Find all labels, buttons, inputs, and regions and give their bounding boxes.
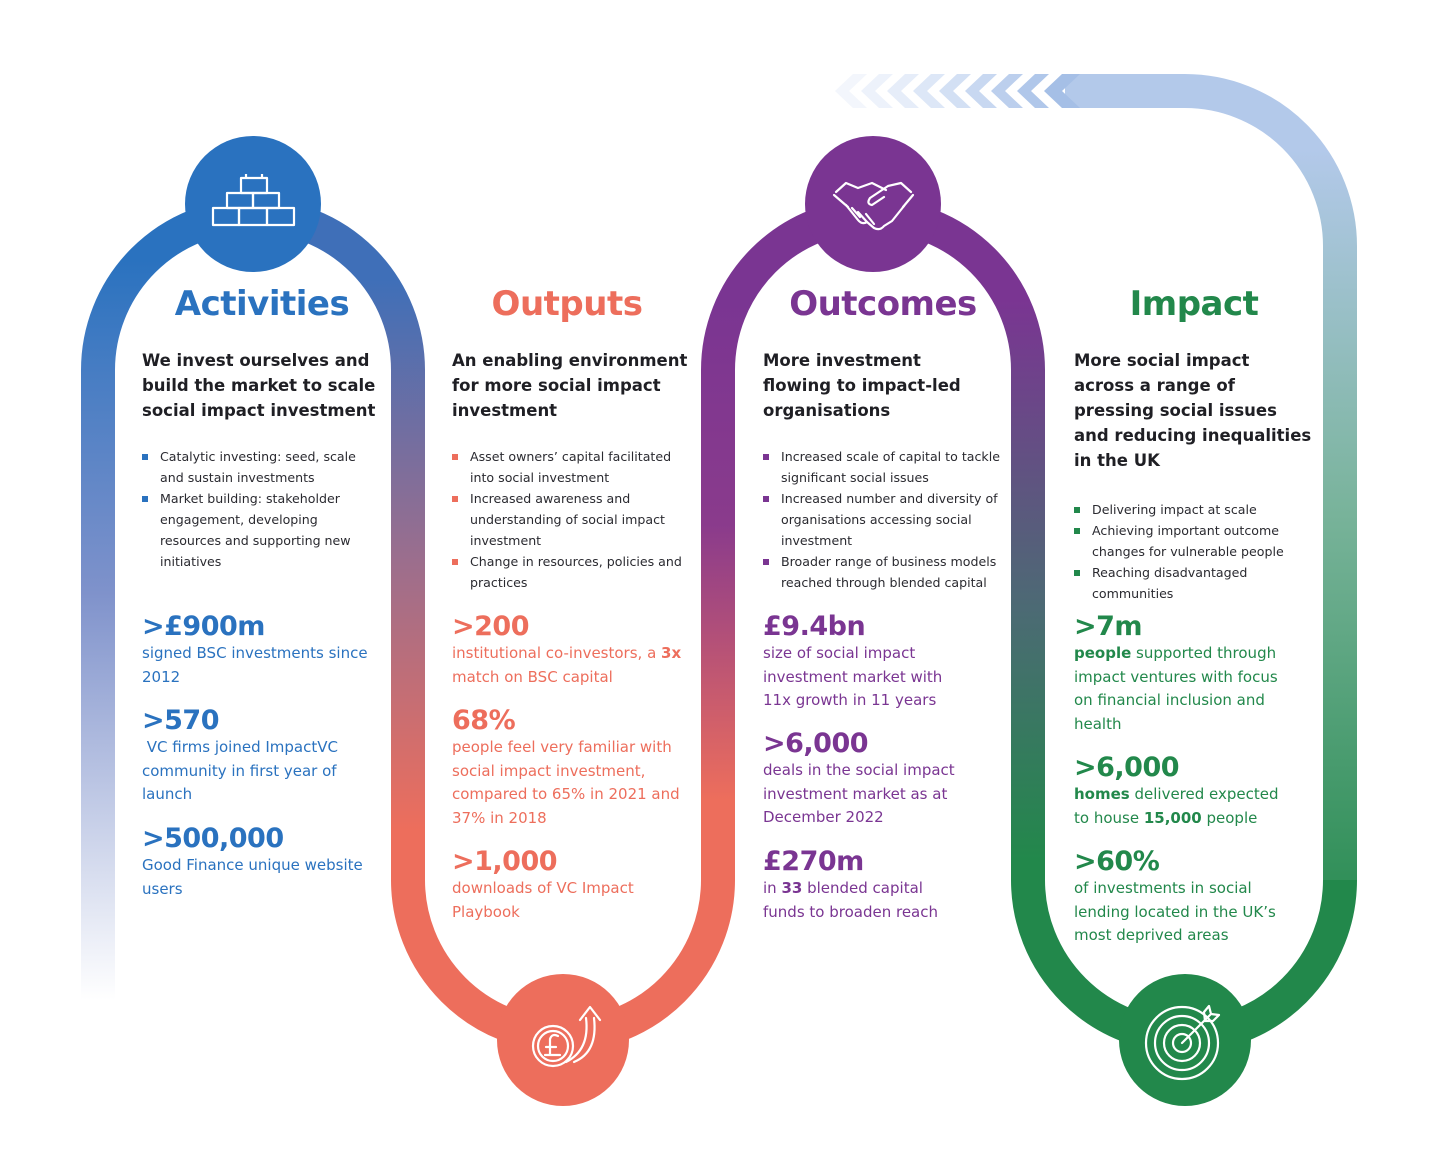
stat-block: >1,000 downloads of VC Impact Playbook [452,847,692,924]
column-title: Impact [1129,284,1259,324]
outputs-icon-badge [497,974,629,1106]
column-subtitle: More investment flowing to impact-led or… [763,351,961,420]
list-item: Increased number and diversity of organi… [763,488,1003,551]
stat-value: £9.4bn [763,611,866,642]
bullet-list: Increased scale of capital to tackle sig… [763,446,1003,593]
column-title: Outcomes [789,284,977,324]
stat-block: >500,000 Good Finance unique website use… [142,824,382,901]
stat-text: in 33 blended capital funds to broaden r… [763,879,938,921]
column-title: Activities [174,284,350,324]
list-item: Asset owners’ capital facilitated into s… [452,446,692,488]
stat-block: >200 institutional co-investors, a 3x ma… [452,612,692,689]
stat-block: £9.4bn size of social impact investment … [763,612,1003,713]
stat-value: 68% [452,705,516,736]
track-impact-right [1065,74,1357,880]
bricks-icon [211,174,296,227]
return-arrow-chevrons [835,74,1080,108]
list-item: Delivering impact at scale [1074,499,1314,520]
stat-value: >1,000 [452,846,558,877]
column-title: Outputs [491,284,643,324]
stat-text: people supported through impact ventures… [1074,644,1278,733]
column-subtitle: More social impact across a range of pre… [1074,351,1312,470]
column-outcomes: Outcomes More investment flowing to impa… [763,284,1003,921]
stat-value: >7m [1074,611,1143,642]
list-item: Broader range of business models reached… [763,551,1003,593]
column-impact: Impact More social impact across a range… [1074,284,1314,944]
stat-block: >60% of investments in social lending lo… [1074,847,1314,948]
stat-block: 68% people feel very familiar with socia… [452,706,692,830]
column-subtitle: An enabling environment for more social … [452,351,688,420]
stat-block: >570 VC firms joined ImpactVC community … [142,706,382,807]
list-item: Increased scale of capital to tackle sig… [763,446,1003,488]
outcomes-icon-badge [805,136,941,272]
stat-text: of investments in social lending located… [1074,879,1276,944]
stat-block: >6,000 deals in the social impact invest… [763,729,1003,830]
stat-value: £270m [763,846,864,877]
list-item: Increased awareness and understanding of… [452,488,692,551]
stat-text: homes delivered expected to house 15,000… [1074,785,1279,827]
stat-value: >£900m [142,611,265,642]
bullet-list: Catalytic investing: seed, scale and sus… [142,446,382,572]
activities-icon-badge [185,136,321,272]
stat-text: VC firms joined ImpactVC community in fi… [142,738,343,803]
stat-value: >500,000 [142,823,284,854]
pound-growth-icon [531,1005,602,1068]
stat-block: >6,000 homes delivered expected to house… [1074,753,1314,830]
stat-block: £270m in 33 blended capital funds to bro… [763,847,1003,924]
list-item: Reaching disadvantaged communities [1074,562,1314,604]
bullet-list: Delivering impact at scale Achieving imp… [1074,499,1314,604]
stat-text: Good Finance unique website users [142,856,363,898]
stat-block: >£900m signed BSC investments since 2012 [142,612,382,689]
stat-value: >6,000 [763,728,869,759]
list-item: Market building: stakeholder engagement,… [142,488,382,572]
column-subtitle: We invest ourselves and build the market… [142,351,376,420]
stat-text: downloads of VC Impact Playbook [452,879,634,921]
column-activities: Activities We invest ourselves and build… [142,284,382,898]
stat-block: >7m people supported through impact vent… [1074,612,1314,736]
stat-text: people feel very familiar with social im… [452,738,680,827]
stat-text: signed BSC investments since 2012 [142,644,368,686]
target-icon [1144,1004,1221,1081]
impact-icon-badge [1119,974,1251,1106]
stat-value: >6,000 [1074,752,1180,783]
list-item: Achieving important outcome changes for … [1074,520,1297,562]
stat-value: >60% [1074,846,1160,877]
bullet-list: Asset owners’ capital facilitated into s… [452,446,692,593]
list-item: Catalytic investing: seed, scale and sus… [142,446,382,488]
stat-text: institutional co-investors, a 3x match o… [452,644,682,686]
stat-value: >570 [142,705,219,736]
list-item: Change in resources, policies and practi… [452,551,692,593]
stat-text: deals in the social impact investment ma… [763,761,955,826]
stat-text: size of social impact investment market … [763,644,943,709]
column-outputs: Outputs An enabling environment for more… [452,284,692,921]
stat-value: >200 [452,611,529,642]
handshake-icon [832,181,915,231]
